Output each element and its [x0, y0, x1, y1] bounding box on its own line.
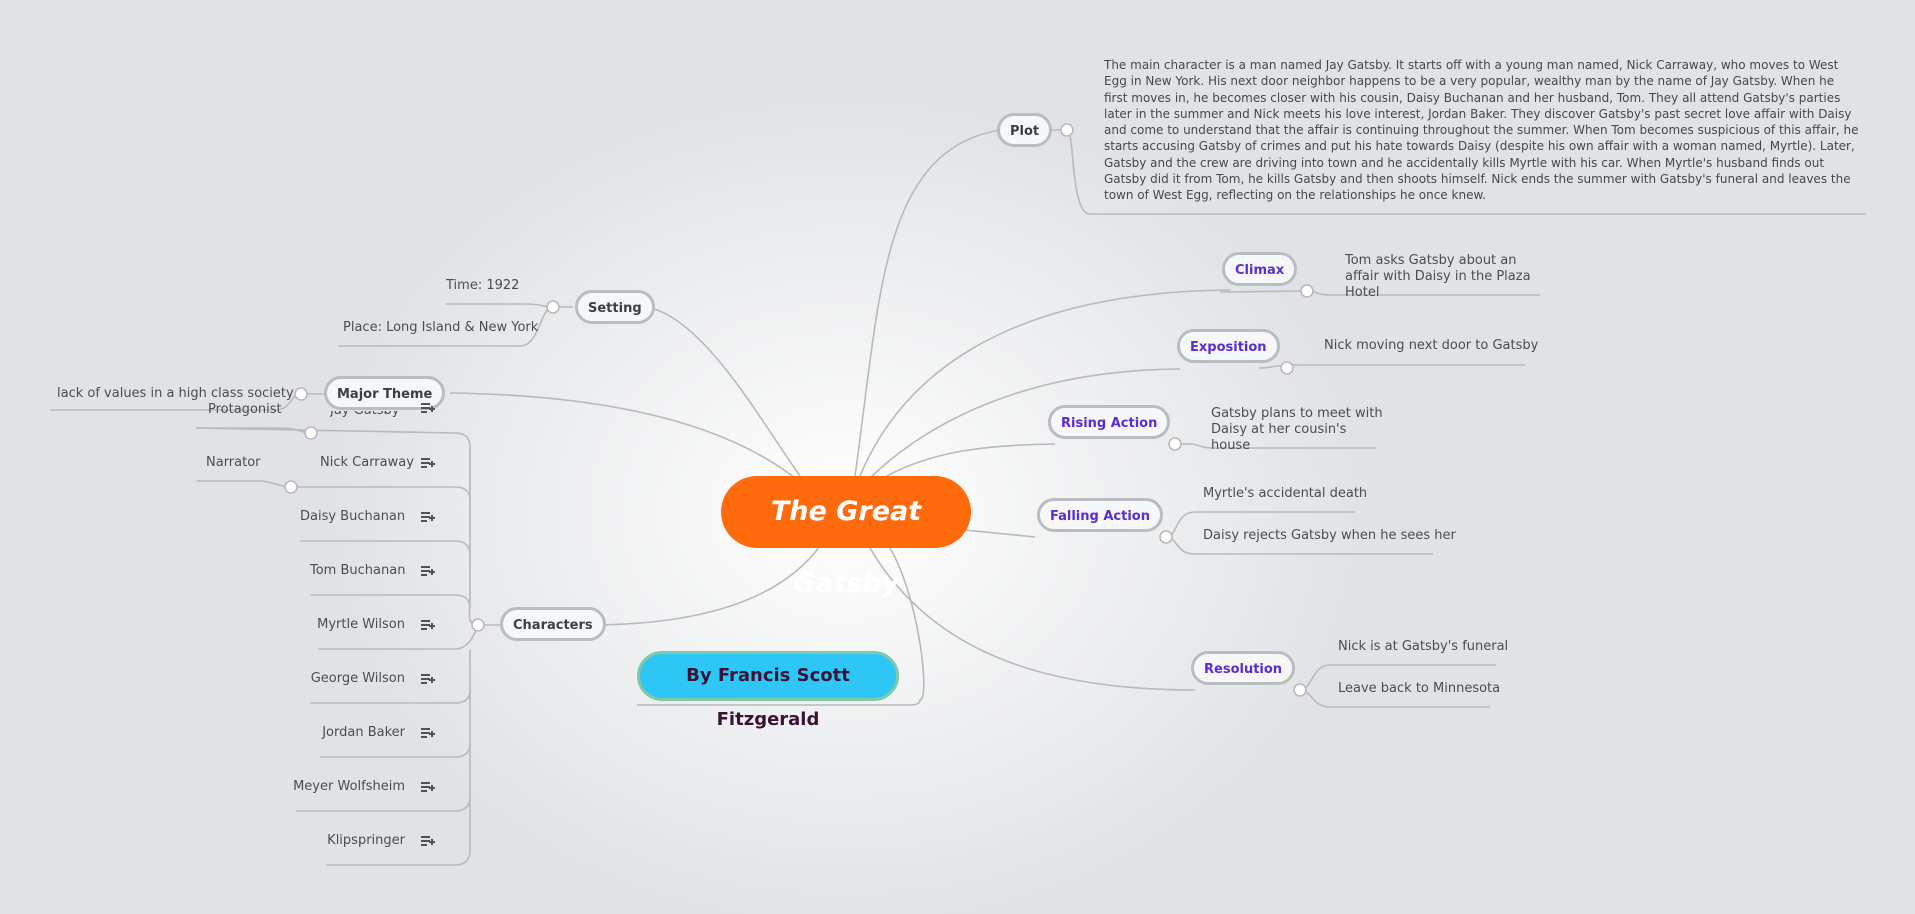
rising-action-text[interactable]: Gatsby plans to meet with Daisy at her c… — [1211, 406, 1383, 453]
character-item[interactable]: Klipspringer — [327, 833, 405, 848]
resolution-item[interactable]: Nick is at Gatsby's funeral — [1338, 639, 1509, 654]
collapse-circle-icon — [1168, 437, 1182, 451]
note-add-icon[interactable] — [421, 458, 435, 469]
character-item[interactable]: Myrtle Wilson — [317, 617, 405, 632]
note-add-icon[interactable] — [421, 728, 435, 739]
exposition-text[interactable]: Nick moving next door to Gatsby — [1324, 338, 1539, 353]
note-add-icon[interactable] — [421, 566, 435, 577]
setting-item[interactable]: Time: 1922 — [446, 278, 520, 293]
character-item[interactable]: Daisy Buchanan — [300, 509, 406, 524]
note-add-icon[interactable] — [421, 403, 435, 414]
setting-item[interactable]: Place: Long Island & New York — [343, 320, 539, 335]
character-item[interactable]: Meyer Wolfsheim — [293, 779, 405, 794]
setting-node[interactable]: Setting — [575, 290, 655, 324]
characters-node[interactable]: Characters — [500, 607, 606, 641]
plot-summary[interactable]: The main character is a man named Jay Ga… — [1104, 58, 1859, 203]
collapse-circle-icon — [1060, 123, 1074, 137]
falling-action-node[interactable]: Falling Action — [1037, 498, 1163, 532]
resolution-item[interactable]: Leave back to Minnesota — [1338, 681, 1501, 696]
collapse-circle-icon — [1293, 683, 1307, 697]
note-add-icon[interactable] — [421, 512, 435, 523]
character-item[interactable]: Nick Carraway — [320, 455, 414, 470]
collapse-circle-icon — [471, 618, 485, 632]
major-theme-node[interactable]: Major Theme — [324, 376, 446, 410]
narrator-label[interactable]: Narrator — [206, 455, 261, 470]
climax-text[interactable]: Tom asks Gatsby about an affair with Dai… — [1345, 253, 1531, 300]
collapse-circle-icon — [284, 480, 298, 494]
collapse-circle-icon — [304, 426, 318, 440]
collapse-circle-icon — [1300, 284, 1314, 298]
collapse-circle-icon — [1280, 361, 1294, 375]
resolution-node[interactable]: Resolution — [1191, 651, 1296, 685]
collapse-circle-icon — [546, 300, 560, 314]
climax-node[interactable]: Climax — [1222, 252, 1298, 286]
root-node[interactable]: The Great Gatsby — [721, 476, 971, 599]
major-theme-text[interactable]: lack of values in a high class society — [57, 386, 294, 401]
author-node[interactable]: By Francis Scott Fitzgerald — [637, 651, 899, 730]
note-add-icon[interactable] — [421, 836, 435, 847]
note-add-icon[interactable] — [421, 620, 435, 631]
note-add-icon[interactable] — [421, 674, 435, 685]
collapse-circle-icon — [294, 387, 308, 401]
character-item[interactable]: Tom Buchanan — [310, 563, 406, 578]
character-item[interactable]: Jay Gatsby — [330, 411, 399, 418]
exposition-node[interactable]: Exposition — [1177, 329, 1280, 363]
plot-node[interactable]: Plot — [997, 113, 1053, 147]
rising-action-node[interactable]: Rising Action — [1048, 405, 1171, 439]
falling-action-item[interactable]: Myrtle's accidental death — [1203, 486, 1368, 501]
character-item[interactable]: Jordan Baker — [322, 725, 405, 740]
note-add-icon[interactable] — [421, 782, 435, 793]
character-item[interactable]: George Wilson — [310, 671, 405, 686]
falling-action-item[interactable]: Daisy rejects Gatsby when he sees her — [1203, 528, 1456, 543]
collapse-circle-icon — [1159, 530, 1173, 544]
protagonist-label[interactable]: Protagonist — [208, 402, 282, 417]
